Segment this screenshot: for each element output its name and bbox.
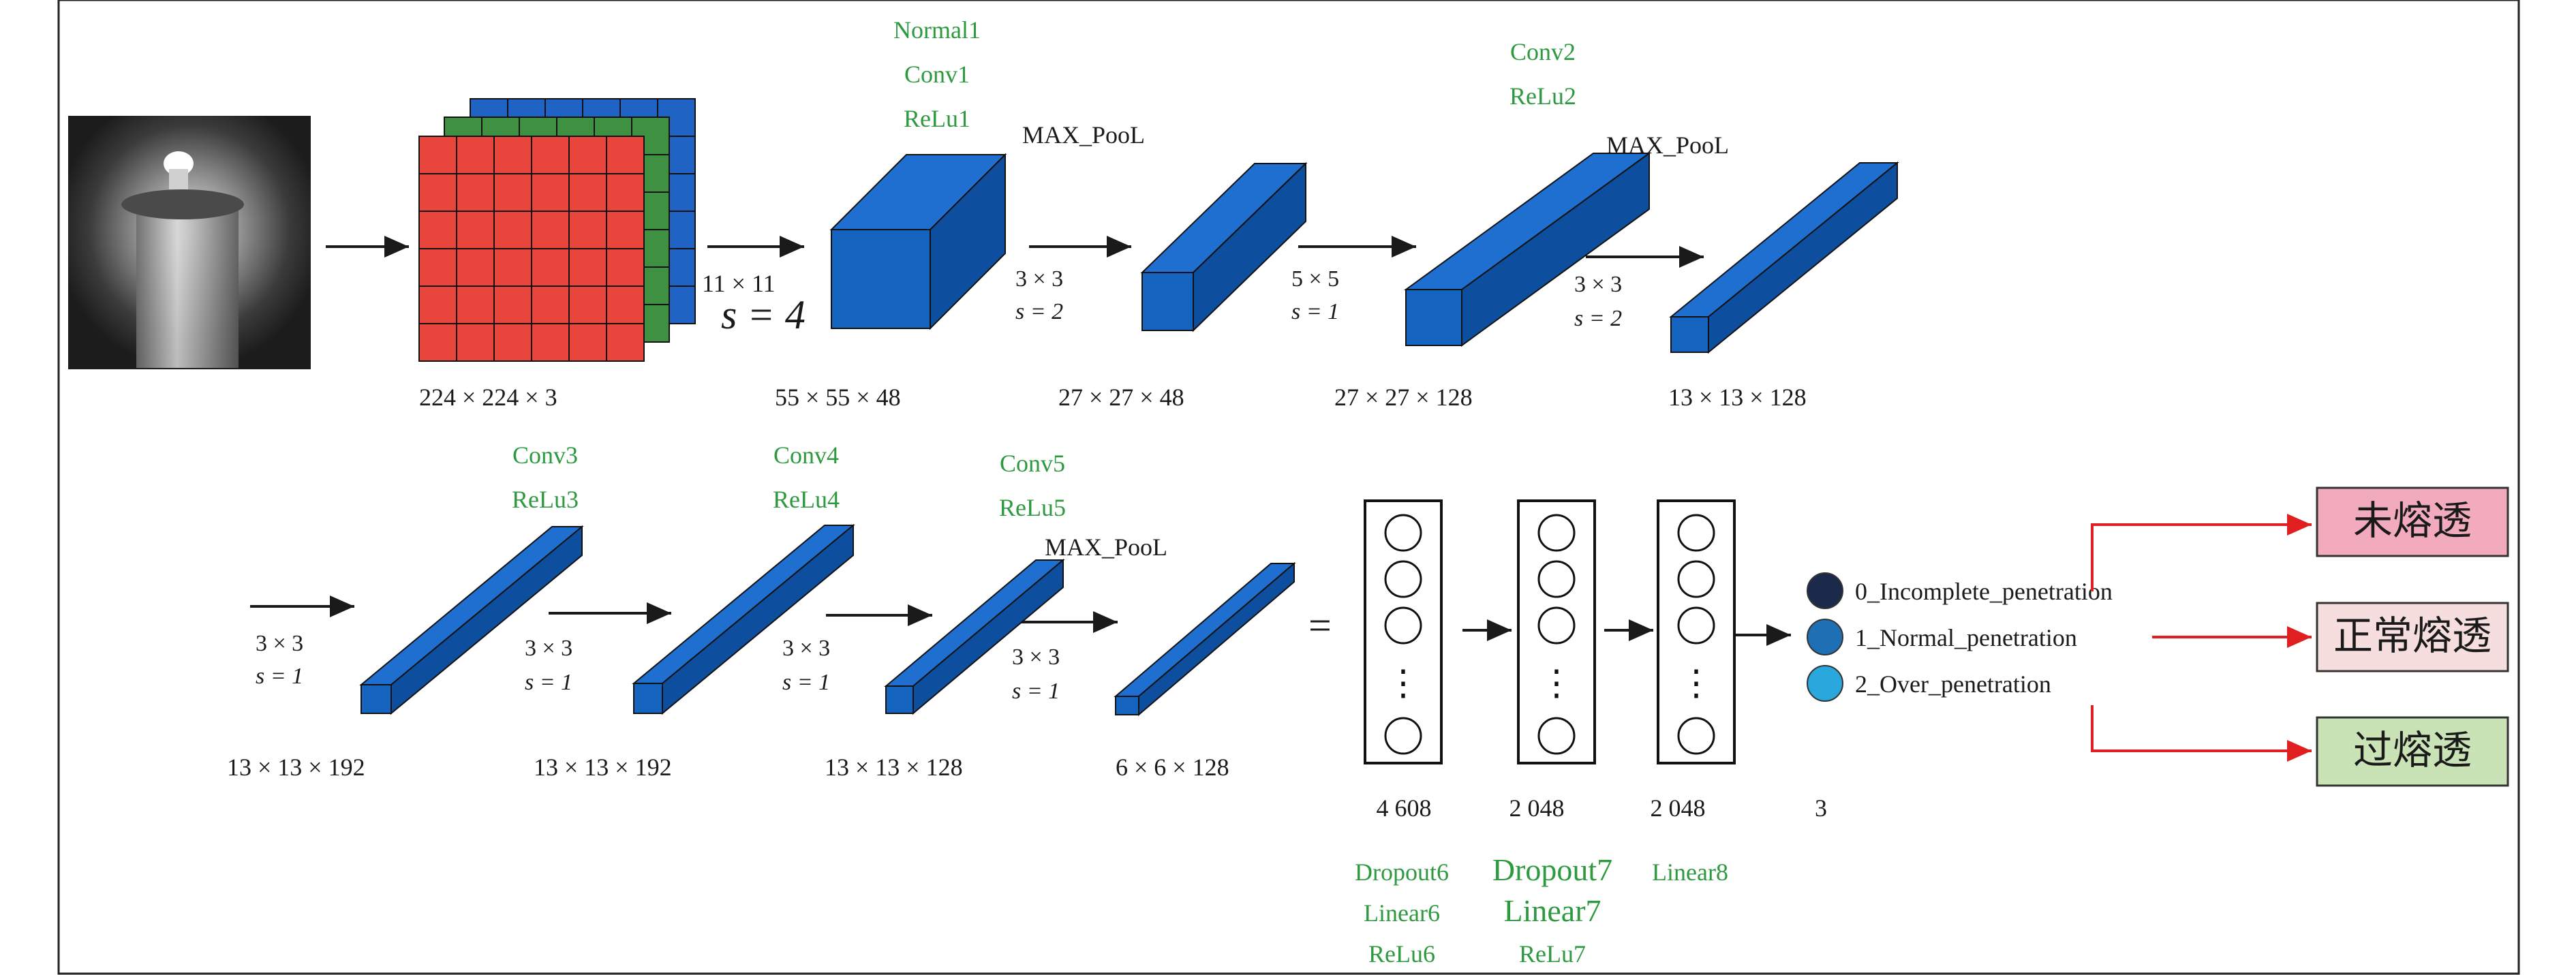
fc2-label-linear: Linear7 (1503, 893, 1601, 928)
rgb-input-tensor (418, 98, 696, 362)
stage5-label-relu: ReLu5 (999, 494, 1066, 521)
cube-pool2 (1669, 161, 1899, 354)
result-box-over (2316, 716, 2509, 787)
input-size-label: 224 × 224 × 3 (419, 384, 557, 411)
route-to-over (2091, 705, 2312, 762)
pool1-label: MAX_PooL (1022, 121, 1145, 149)
stage2-output: 27 × 27 × 128 (1334, 384, 1473, 411)
result-normal-label: 正常熔透 (2333, 613, 2491, 659)
stage2-label-relu: ReLu2 (1509, 82, 1576, 110)
stage4-label-relu: ReLu4 (773, 486, 840, 513)
pool2-kernel: 3 × 3 (1574, 272, 1622, 297)
neuron-node (1537, 560, 1576, 598)
stage5-label-conv: Conv5 (1000, 450, 1065, 477)
stage2-kernel: 5 × 5 (1291, 266, 1339, 292)
pool2-output: 13 × 13 × 128 (1668, 384, 1807, 411)
neuron-node (1677, 717, 1715, 755)
stage3-output: 13 × 13 × 192 (227, 754, 365, 781)
ellipsis-dots: ⋮ (1385, 664, 1421, 703)
cube-conv4 (632, 523, 855, 715)
ellipsis-dots: ⋮ (1678, 664, 1714, 703)
output-size: 3 (1815, 794, 1827, 822)
fc1-label-dropout: Dropout6 (1355, 858, 1449, 886)
stage2-label-conv: Conv2 (1510, 38, 1576, 65)
input-image (68, 116, 311, 369)
stage1-label-conv: Conv1 (904, 61, 970, 88)
fc-column-2: ⋮ (1517, 499, 1596, 764)
fc1-size: 4 608 (1377, 794, 1432, 822)
stage1-label-relu: ReLu1 (904, 105, 970, 132)
neuron-node (1537, 606, 1576, 645)
fc1-label-linear: Linear6 (1364, 899, 1440, 927)
class-1-dot (1807, 619, 1843, 655)
red-channel (418, 136, 645, 362)
fc2-size: 2 048 (1509, 794, 1565, 822)
stage3-label-relu: ReLu3 (512, 486, 579, 513)
fc1-label-relu: ReLu6 (1368, 940, 1435, 968)
neuron-node (1677, 560, 1715, 598)
route-to-incomplete (2091, 514, 2312, 591)
stage1-kernel: 11 × 11 (702, 270, 776, 297)
cube-pool1 (1140, 161, 1308, 332)
pool2-stride: s = 2 (1574, 306, 1622, 331)
feature-map-cubes (359, 152, 1899, 717)
cube-pool3 (1114, 561, 1296, 717)
neuron-node (1384, 514, 1422, 552)
class-1-label: 1_Normal_penetration (1855, 624, 2077, 651)
neuron-node (1384, 606, 1422, 645)
pool1-output: 27 × 27 × 48 (1058, 384, 1184, 411)
stage1-label-normal: Normal1 (893, 16, 981, 44)
result-incomplete-label: 未熔透 (2353, 497, 2472, 544)
cube-conv5 (884, 558, 1065, 715)
fc-column-3: ⋮ (1657, 499, 1736, 764)
neuron-node (1384, 560, 1422, 598)
fc3-size: 2 048 (1651, 794, 1706, 822)
neuron-node (1677, 514, 1715, 552)
stage4-label-conv: Conv4 (773, 442, 839, 469)
stage4-output: 13 × 13 × 192 (534, 754, 672, 781)
pool1-kernel: 3 × 3 (1015, 266, 1063, 292)
neuron-node (1384, 717, 1422, 755)
stage5-stride: s = 1 (782, 670, 830, 695)
fc2-label-relu: ReLu7 (1519, 940, 1586, 968)
fully-connected-layers: ⋮ ⋮ ⋮ (1364, 499, 1736, 764)
class-2-label: 2_Over_penetration (1855, 670, 2051, 698)
stage1-stride: s = 4 (721, 292, 806, 337)
class-0-dot (1807, 572, 1843, 609)
pool3-output: 6 × 6 × 128 (1116, 754, 1229, 781)
cube-conv1 (829, 153, 1007, 330)
class-2-dot (1807, 665, 1843, 702)
fc2-label-dropout: Dropout7 (1492, 852, 1612, 887)
neuron-node (1537, 717, 1576, 755)
pool1-stride: s = 2 (1015, 299, 1063, 324)
result-box-normal (2316, 602, 2509, 672)
stage1-output: 55 × 55 × 48 (775, 384, 901, 411)
fc-column-1: ⋮ (1364, 499, 1443, 764)
cube-conv2 (1403, 152, 1652, 347)
pool3-stride: s = 1 (1012, 679, 1060, 704)
stage3-kernel: 3 × 3 (256, 631, 303, 656)
cube-conv3 (359, 525, 584, 715)
fc3-label-linear: Linear8 (1652, 858, 1728, 886)
neuron-node (1677, 606, 1715, 645)
result-over-label: 过熔透 (2353, 727, 2472, 773)
stage2-stride: s = 1 (1291, 299, 1339, 324)
stage5-kernel: 3 × 3 (782, 636, 830, 661)
stage4-stride: s = 1 (525, 670, 572, 695)
stage3-stride: s = 1 (256, 664, 303, 689)
class-0-label: 0_Incomplete_penetration (1855, 578, 2113, 605)
stage3-label-conv: Conv3 (512, 442, 578, 469)
pool3-kernel: 3 × 3 (1012, 645, 1060, 670)
equals-sign: = (1308, 603, 1332, 648)
pool3-label: MAX_PooL (1045, 533, 1167, 561)
stage4-kernel: 3 × 3 (525, 636, 572, 661)
frame-border (57, 0, 2520, 975)
ellipsis-dots: ⋮ (1539, 664, 1574, 703)
stage5-output: 13 × 13 × 128 (825, 754, 963, 781)
neuron-node (1537, 514, 1576, 552)
result-box-incomplete (2316, 486, 2509, 557)
